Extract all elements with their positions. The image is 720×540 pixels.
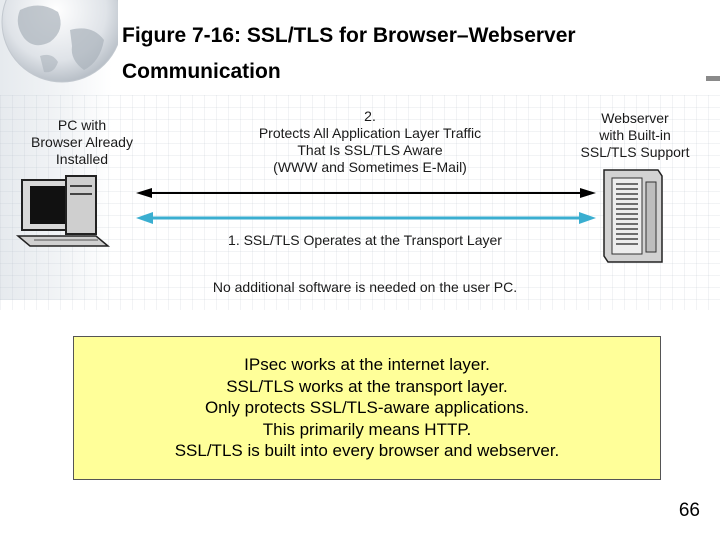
callout-line: This primarily means HTTP.: [262, 419, 472, 439]
background-grid: [0, 95, 720, 310]
page-number: 66: [678, 500, 700, 521]
note-text: No additional software is needed on the …: [212, 279, 518, 295]
transport-arrow-label: 1. SSL/TLS Operates at the Transport Lay…: [228, 232, 502, 248]
pc-icon: [15, 175, 111, 247]
transport-arrow: [136, 212, 596, 224]
globe-icon: [1, 0, 118, 83]
application-arrow: [136, 188, 596, 198]
slide-title: Figure 7-16: SSL/TLS for Browser–Webserv…: [122, 24, 576, 83]
corner-tick: [706, 76, 720, 81]
callout-line: SSL/TLS works at the transport layer.: [226, 376, 508, 396]
callout-line: Only protects SSL/TLS-aware applications…: [204, 398, 530, 418]
callout-box: IPsec works at the internet layer. SSL/T…: [73, 336, 661, 480]
server-label: Webserver with Built-in SSL/TLS Support: [580, 110, 690, 160]
callout-line: SSL/TLS is built into every browser and …: [174, 441, 560, 461]
application-arrow-label: 2. Protects All Application Layer Traffi…: [258, 108, 482, 175]
server-icon: [603, 169, 663, 263]
pc-label: PC with Browser Already Installed: [31, 117, 133, 167]
callout-line: IPsec works at the internet layer.: [244, 355, 490, 375]
